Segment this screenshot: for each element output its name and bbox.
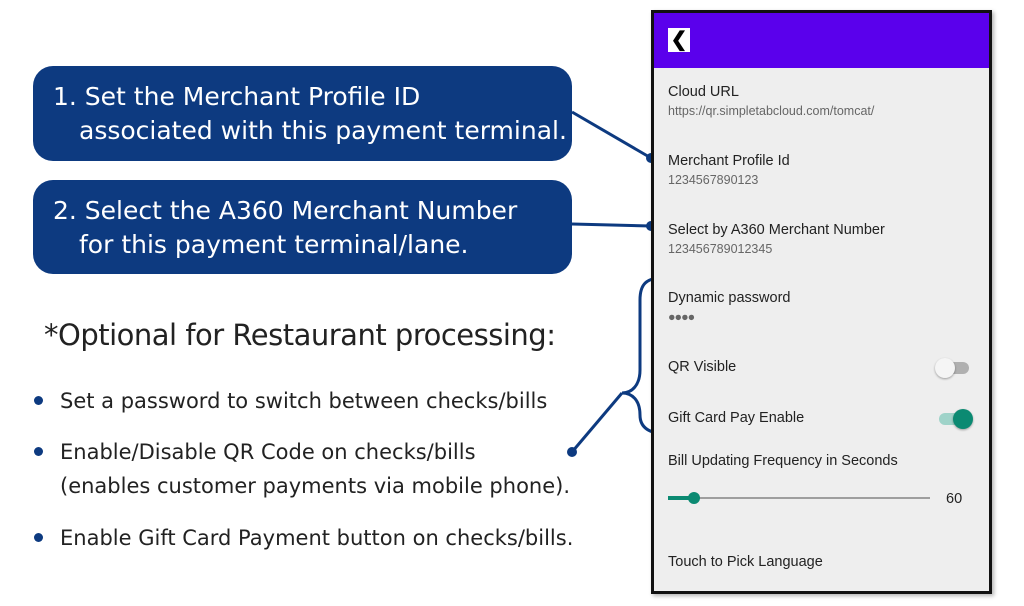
qr-visible-toggle[interactable]	[935, 358, 969, 378]
bullet-gift-card: Enable Gift Card Payment button on check…	[34, 521, 573, 555]
pref-value: ●●●●	[668, 310, 695, 324]
bullet-password: Set a password to switch between checks/…	[34, 384, 573, 418]
pref-title: Cloud URL	[668, 84, 739, 100]
bullet-list: Set a password to switch between checks/…	[34, 384, 573, 555]
app-bar: ❮	[654, 13, 989, 68]
bill-frequency-slider[interactable]	[668, 492, 930, 504]
callout-1-line2: associated with this payment terminal.	[79, 116, 567, 145]
connector-1	[571, 110, 652, 160]
bullet-qr: Enable/Disable QR Code on checks/bills (e…	[34, 435, 573, 503]
pref-value: 1234567890123	[668, 173, 759, 187]
bullet-text-2: (enables customer payments via mobile ph…	[60, 474, 571, 498]
pref-title: Merchant Profile Id	[668, 153, 790, 169]
chevron-left-icon[interactable]: ❮	[668, 28, 690, 52]
pref-title: Bill Updating Frequency in Seconds	[668, 453, 898, 469]
callout-2-line1: 2. Select the A360 Merchant Number	[53, 196, 518, 225]
connector-3	[570, 392, 624, 453]
toggle-knob	[935, 358, 955, 378]
connector-dot-3	[567, 447, 577, 457]
pref-bill-frequency: Bill Updating Frequency in Seconds	[668, 453, 898, 469]
pref-title: Touch to Pick Language	[668, 554, 823, 570]
toggle-knob	[953, 409, 973, 429]
callout-2-line2: for this payment terminal/lane.	[79, 230, 469, 259]
pref-title: Dynamic password	[668, 290, 791, 306]
pref-qr-visible: QR Visible	[668, 359, 736, 375]
callout-1-line1: 1. Set the Merchant Profile ID	[53, 82, 421, 111]
bullet-text: Enable/Disable QR Code on checks/bills	[60, 440, 476, 464]
pref-title: Gift Card Pay Enable	[668, 410, 805, 426]
bullet-text: Enable Gift Card Payment button on check…	[60, 526, 574, 550]
bracket	[621, 275, 669, 436]
optional-heading: *Optional for Restaurant processing:	[44, 318, 556, 352]
callout-a360: 2. Select the A360 Merchant Number for t…	[33, 180, 572, 274]
pref-dynamic-password[interactable]: Dynamic password ●●●●	[668, 290, 791, 324]
pref-title: Select by A360 Merchant Number	[668, 222, 885, 238]
callout-merchant-profile: 1. Set the Merchant Profile ID associate…	[33, 66, 572, 161]
slider-fill	[668, 496, 695, 500]
phone-settings-screen: ❮ Cloud URL https://qr.simpletabcloud.co…	[651, 10, 992, 594]
pref-title: QR Visible	[668, 359, 737, 375]
pref-a360-merchant-number[interactable]: Select by A360 Merchant Number 123456789…	[668, 222, 885, 256]
gift-card-toggle[interactable]	[939, 409, 973, 429]
pref-value: 123456789012345	[668, 242, 773, 256]
pref-merchant-profile-id[interactable]: Merchant Profile Id 1234567890123	[668, 153, 790, 187]
slider-thumb[interactable]	[688, 492, 701, 504]
connector-2	[571, 222, 652, 228]
pref-value: https://qr.simpletabcloud.com/tomcat/	[668, 104, 875, 118]
pref-language[interactable]: Touch to Pick Language	[668, 554, 823, 570]
slider-value: 60	[946, 491, 963, 507]
pref-gift-card: Gift Card Pay Enable	[668, 410, 804, 426]
bullet-text: Set a password to switch between checks/…	[60, 389, 548, 413]
pref-cloud-url[interactable]: Cloud URL https://qr.simpletabcloud.com/…	[668, 84, 874, 118]
